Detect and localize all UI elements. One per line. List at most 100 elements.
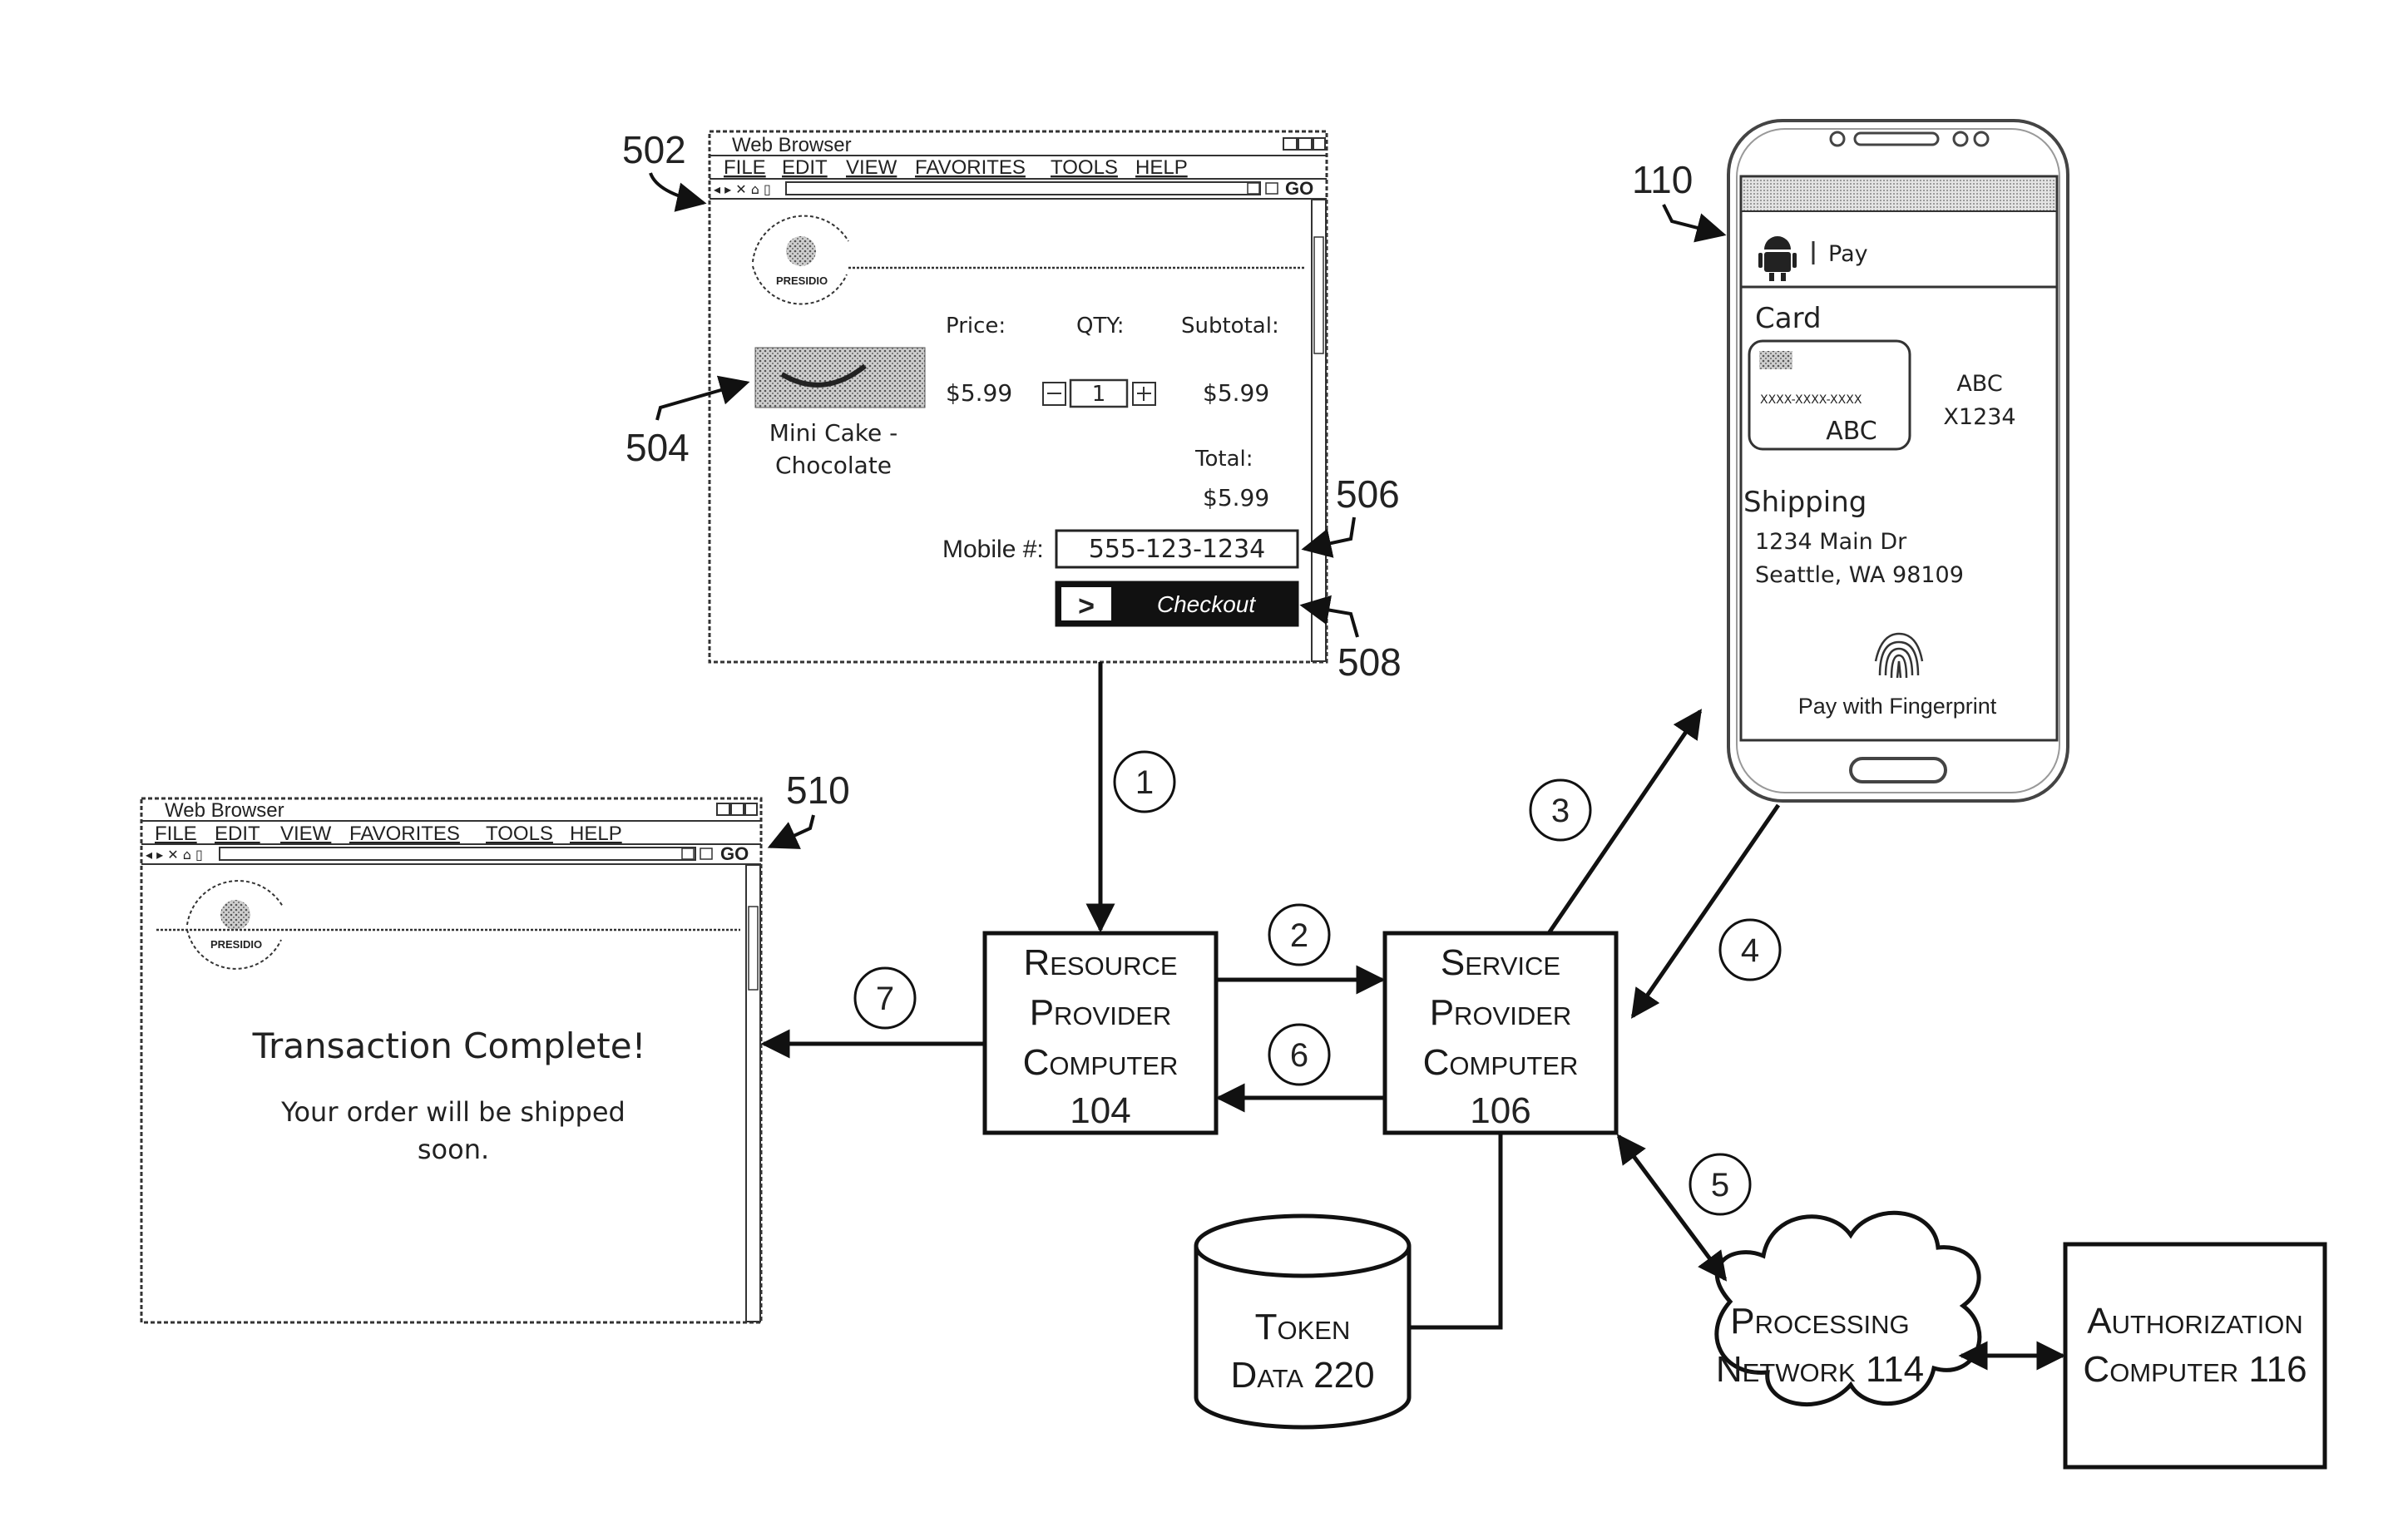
price-value: $5.99 — [946, 379, 1012, 407]
checkout-button[interactable]: > Checkout — [1055, 581, 1299, 627]
service-number: 106 — [1470, 1090, 1530, 1131]
menu-tools-bottom[interactable]: TOOLS — [486, 823, 553, 845]
ref-510: 510 — [786, 768, 850, 812]
total-value: $5.99 — [1203, 484, 1269, 511]
auth-line1: Authorization — [2087, 1301, 2303, 1342]
step-6: 6 — [1268, 1023, 1331, 1086]
payment-card[interactable]: XXXX-XXXX-XXXX ABC — [1748, 339, 1911, 451]
step-6-label: 6 — [1290, 1037, 1308, 1074]
go-button[interactable]: GO — [1285, 178, 1313, 199]
ref-110: 110 — [1632, 158, 1693, 201]
confirmation-line1: Your order will be shipped — [280, 1096, 625, 1128]
menu-favorites[interactable]: FAVORITES — [915, 156, 1026, 179]
line-service-to-token — [1409, 1133, 1503, 1330]
browser-window-top: Web Browser FILE EDIT VIEW FAVORITES TOO… — [708, 130, 1328, 664]
step-5-label: 5 — [1711, 1167, 1729, 1203]
card-brand: ABC — [1826, 417, 1877, 446]
qty-decrement-button[interactable] — [1042, 382, 1066, 406]
card-header: Card — [1755, 302, 1822, 335]
price-header: Price: — [946, 314, 1006, 339]
svg-text:◂ ▸ ✕ ⌂ ▯: ◂ ▸ ✕ ⌂ ▯ — [714, 181, 771, 197]
mobile-phone: Pay Card XXXX-XXXX-XXXX ABC ABC X1234 Sh… — [1727, 119, 2069, 803]
step-2-label: 2 — [1290, 917, 1308, 954]
step-1: 1 — [1113, 750, 1176, 813]
qty-stepper[interactable]: 1 — [1042, 378, 1156, 408]
address-line2: Seattle, WA 98109 — [1755, 562, 1964, 588]
network-line1: Processing — [1730, 1301, 1909, 1342]
token-line1: Token — [1255, 1307, 1351, 1347]
resource-line3: Computer — [1023, 1042, 1179, 1083]
mobile-value: 555-123-1234 — [1089, 535, 1266, 564]
browser-window-bottom: Web Browser FILE EDIT VIEW FAVORITES TOO… — [140, 797, 763, 1324]
menu-favorites-bottom[interactable]: FAVORITES — [349, 823, 460, 845]
mobile-input[interactable] — [1055, 529, 1299, 569]
qty-input[interactable] — [1069, 378, 1129, 408]
step-3-label: 3 — [1551, 793, 1570, 829]
card-chip-icon — [1759, 351, 1792, 369]
resource-provider-computer: Resource Provider Computer 104 — [982, 931, 1219, 1135]
processing-network-cloud: Processing Network 114 — [1714, 1210, 1982, 1406]
refresh-icon[interactable] — [1265, 182, 1278, 195]
phone-status-bar — [1743, 178, 2055, 211]
menu-help[interactable]: HELP — [1135, 156, 1188, 179]
auth-line2: Computer 116 — [2083, 1349, 2307, 1390]
step-2: 2 — [1268, 903, 1331, 966]
step-1-label: 1 — [1135, 764, 1154, 801]
token-data-database: Token Data 220 — [1194, 1213, 1412, 1430]
resource-number: 104 — [1070, 1090, 1130, 1131]
network-line2: Network 114 — [1716, 1349, 1924, 1390]
address-line1: 1234 Main Dr — [1755, 529, 1907, 555]
token-line2: Data 220 — [1230, 1355, 1374, 1396]
confirmation-line2: soon. — [418, 1134, 489, 1165]
android-icon — [1758, 236, 1797, 281]
card-number: XXXX-XXXX-XXXX — [1760, 393, 1862, 407]
step-7-label: 7 — [876, 981, 894, 1017]
service-line3: Computer — [1423, 1042, 1579, 1083]
logo-text-bottom: PRESIDIO — [210, 938, 262, 951]
qty-increment-button[interactable] — [1132, 382, 1156, 406]
store-logo: PRESIDIO — [752, 215, 849, 305]
scrollbar[interactable] — [1311, 199, 1327, 662]
nav-buttons[interactable]: ◂ ▸ ✕ ⌂ ▯ — [714, 181, 771, 197]
menu-file-bottom[interactable]: FILE — [155, 823, 197, 845]
arrow-phone-to-service — [1630, 803, 1781, 1019]
window-controls-bottom[interactable] — [716, 803, 758, 816]
step-3: 3 — [1529, 778, 1592, 842]
total-label: Total: — [1194, 447, 1253, 472]
address-bar[interactable] — [785, 181, 1261, 195]
browser-title: Web Browser — [732, 134, 852, 156]
fingerprint-icon[interactable] — [1874, 632, 1924, 679]
menu-tools[interactable]: TOOLS — [1051, 156, 1118, 179]
product-name-line1: Mini Cake - — [769, 419, 898, 447]
step-4-label: 4 — [1741, 932, 1759, 969]
address-bar-bottom[interactable] — [219, 847, 696, 861]
address-dropdown-icon-bottom[interactable] — [681, 848, 695, 860]
menu-help-bottom[interactable]: HELP — [570, 823, 622, 845]
confirmation-headline: Transaction Complete! — [252, 1025, 646, 1066]
service-provider-computer: Service Provider Computer 106 — [1382, 931, 1619, 1135]
checkout-label: Checkout — [1157, 591, 1257, 617]
app-title: Pay — [1828, 241, 1868, 267]
arrow-service-to-phone — [1546, 709, 1703, 935]
window-controls[interactable] — [1283, 137, 1326, 151]
ref-506: 506 — [1336, 472, 1400, 516]
menu-edit-bottom[interactable]: EDIT — [215, 823, 260, 845]
service-line2: Provider — [1430, 992, 1572, 1033]
resource-line2: Provider — [1030, 992, 1172, 1033]
menu-view-bottom[interactable]: VIEW — [280, 823, 332, 845]
ref-502: 502 — [622, 128, 686, 171]
refresh-icon-bottom[interactable] — [700, 848, 713, 860]
product-image — [754, 347, 926, 408]
qty-header: QTY: — [1076, 314, 1125, 339]
menu-file[interactable]: FILE — [724, 156, 766, 179]
address-dropdown-icon[interactable] — [1247, 182, 1260, 195]
nav-buttons-bottom[interactable]: ◂ ▸ ✕ ⌂ ▯ — [146, 847, 203, 862]
menu-edit[interactable]: EDIT — [782, 156, 828, 179]
scrollbar-bottom[interactable] — [745, 864, 761, 1322]
menu-view[interactable]: VIEW — [846, 156, 897, 179]
checkout-arrow-icon: > — [1078, 591, 1095, 622]
subtotal-value: $5.99 — [1203, 379, 1269, 407]
home-button[interactable] — [1849, 757, 1947, 783]
go-button-bottom[interactable]: GO — [720, 843, 749, 864]
